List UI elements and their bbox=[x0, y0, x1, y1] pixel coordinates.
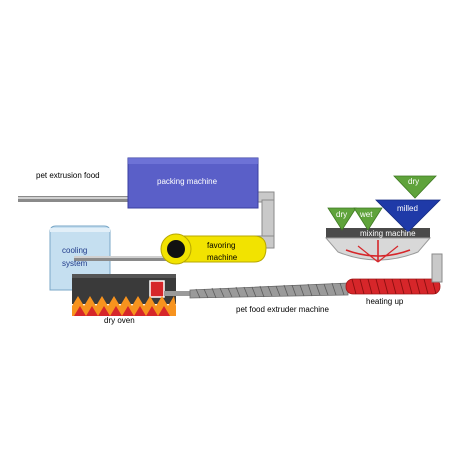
extruder-screw bbox=[189, 282, 349, 299]
cooling-to-favoring-pipe bbox=[74, 256, 178, 261]
label-heating-up: heating up bbox=[366, 297, 404, 306]
label-pet-extrusion-food: pet extrusion food bbox=[36, 171, 100, 180]
label-machine: machine bbox=[207, 253, 238, 262]
label-hopper-dry-top: dry bbox=[408, 177, 420, 186]
label-packing-machine: packing machine bbox=[157, 177, 218, 186]
label-favoring: favoring bbox=[207, 241, 236, 250]
label-mixing-machine: mixing machine bbox=[360, 229, 416, 238]
label-system: system bbox=[62, 259, 88, 268]
label-hopper-milled: milled bbox=[397, 204, 418, 213]
hopper-dry-left bbox=[327, 207, 357, 231]
oven-flames bbox=[72, 296, 176, 316]
hopper-milled bbox=[375, 199, 441, 233]
hopper-dry-top bbox=[393, 175, 437, 199]
heater bbox=[345, 278, 441, 295]
favoring-machine bbox=[160, 233, 267, 265]
label-dry-oven: dry oven bbox=[104, 316, 135, 325]
mixing-to-heater-pipe bbox=[431, 253, 443, 283]
mixing-machine bbox=[324, 228, 432, 263]
hopper-wet bbox=[353, 207, 383, 231]
label-hopper-dry-left: dry bbox=[336, 210, 348, 219]
label-pet-food-extruder-machine: pet food extruder machine bbox=[236, 305, 329, 314]
output-pipe bbox=[18, 196, 128, 202]
oven-to-extruder-pipe bbox=[164, 291, 190, 296]
label-cooling: cooling bbox=[62, 246, 88, 255]
packing-machine bbox=[127, 157, 259, 209]
label-hopper-wet: wet bbox=[360, 210, 373, 219]
